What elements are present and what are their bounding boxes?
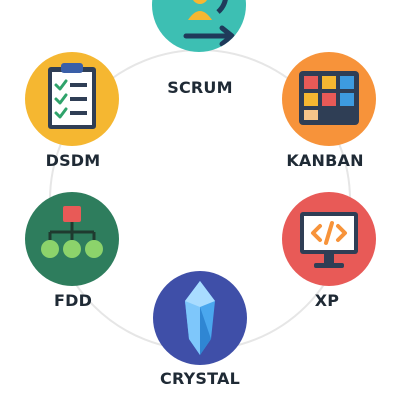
crystal-circle bbox=[153, 271, 247, 365]
xp-label: XP bbox=[314, 291, 340, 310]
feature-tree-icon bbox=[41, 206, 103, 258]
fdd-label: FDD bbox=[53, 291, 93, 310]
crystal-label: CRYSTAL bbox=[160, 369, 240, 388]
kanban-label: KANBAN bbox=[286, 151, 364, 170]
crystal-gem-icon bbox=[185, 281, 215, 355]
dsdm-circle bbox=[25, 52, 119, 146]
scrum-team-cycle-icon bbox=[183, 0, 235, 47]
kanban-board-icon bbox=[299, 71, 359, 125]
code-monitor-icon bbox=[300, 212, 358, 268]
scrum-label: SCRUM bbox=[167, 78, 233, 97]
xp-circle bbox=[282, 192, 376, 286]
fdd-circle bbox=[25, 192, 119, 286]
kanban-circle bbox=[282, 52, 376, 146]
dsdm-label: DSDM bbox=[45, 151, 101, 170]
checklist-clipboard-icon bbox=[48, 63, 96, 129]
scrum-circle bbox=[152, 0, 246, 52]
